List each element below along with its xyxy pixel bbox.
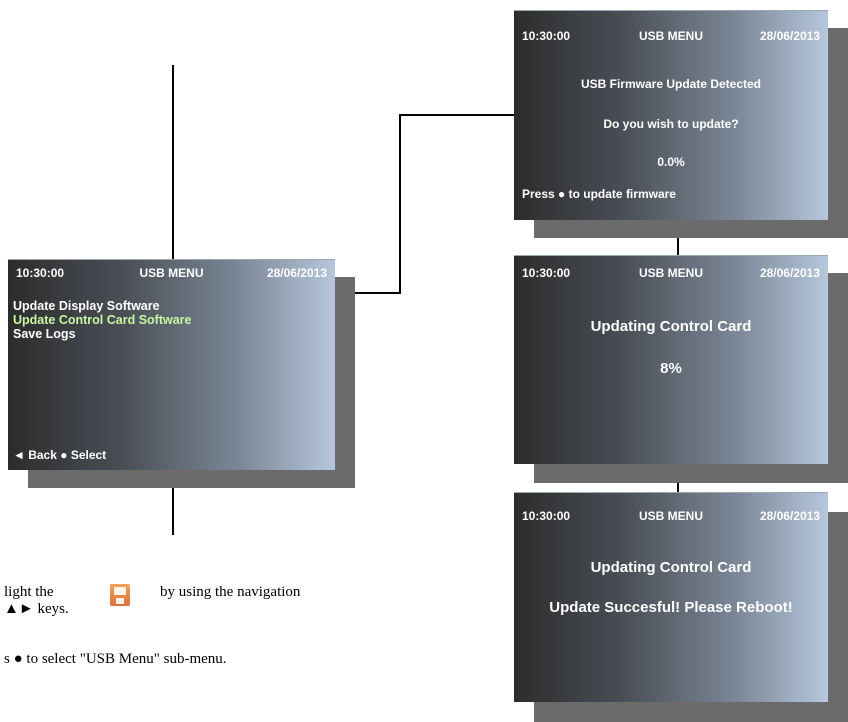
usb-menu-screen: 10:30:00 USB MENU 28/06/2013 Update Disp… — [8, 259, 335, 470]
firmware-prompt-screen: 10:30:00 USB MENU 28/06/2013 USB Firmwar… — [514, 10, 828, 220]
update-complete-screen: 10:30:00 USB MENU 28/06/2013 Updating Co… — [514, 492, 828, 702]
updating-screen: 10:30:00 USB MENU 28/06/2013 Updating Co… — [514, 255, 828, 464]
menu-item-update-control-card[interactable]: Update Control Card Software — [13, 313, 192, 327]
menu-list: Update Display Software Update Control C… — [13, 299, 192, 341]
status-bar: 10:30:00 USB MENU 28/06/2013 — [514, 29, 828, 43]
menu-item-update-display[interactable]: Update Display Software — [13, 299, 160, 313]
screen-title: USB MENU — [638, 266, 704, 280]
instruction-line-1a: light the — [4, 584, 54, 600]
success-message: Update Succesful! Please Reboot! — [549, 599, 793, 616]
date: 28/06/2013 — [759, 29, 820, 43]
date: 28/06/2013 — [266, 266, 327, 280]
screen-title: USB MENU — [638, 509, 704, 523]
footer-hint: Press ● to update firmware — [522, 187, 676, 201]
screen-title: USB MENU — [139, 266, 204, 280]
footer-hints: ◄ Back ● Select — [13, 448, 107, 462]
clock: 10:30:00 — [522, 29, 571, 43]
clock: 10:30:00 — [522, 266, 571, 280]
status-bar: 10:30:00 USB MENU 28/06/2013 — [8, 266, 335, 280]
firmware-detected-heading: USB Firmware Update Detected — [580, 77, 762, 91]
instruction-line-2: ▲► keys. — [4, 601, 69, 617]
updating-heading: Updating Control Card — [590, 318, 752, 335]
updating-heading: Updating Control Card — [590, 559, 752, 576]
connector-top — [172, 65, 174, 259]
screen-title: USB MENU — [638, 29, 704, 43]
date: 28/06/2013 — [759, 509, 820, 523]
connector-bottom — [172, 472, 174, 535]
update-question: Do you wish to update? — [603, 117, 739, 131]
status-bar: 10:30:00 USB MENU 28/06/2013 — [514, 509, 828, 523]
date: 28/06/2013 — [759, 266, 820, 280]
connector-horizontal-left — [352, 292, 400, 294]
progress-readout: 0.0% — [657, 155, 685, 169]
instruction-line-1b: by using the navigation — [160, 584, 301, 600]
menu-item-save-logs[interactable]: Save Logs — [13, 327, 76, 341]
floppy-disk-icon — [110, 584, 130, 606]
instruction-line-3: s ● to select "USB Menu" sub-menu. — [4, 651, 227, 667]
connector-vertical — [399, 114, 401, 294]
progress-readout: 8% — [660, 360, 682, 377]
connector-horizontal-right — [399, 114, 514, 116]
clock: 10:30:00 — [16, 266, 65, 280]
clock: 10:30:00 — [522, 509, 571, 523]
status-bar: 10:30:00 USB MENU 28/06/2013 — [514, 266, 828, 280]
